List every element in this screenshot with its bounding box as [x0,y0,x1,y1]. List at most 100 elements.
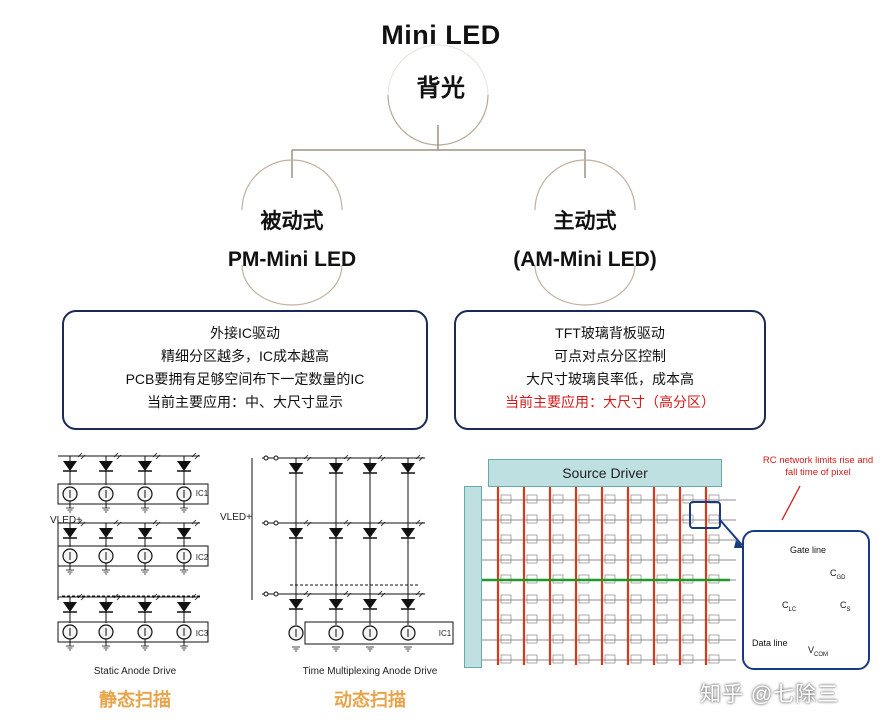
pixel-cell [526,634,538,644]
led-diode-icon [99,602,113,612]
light-arrow-icon [377,590,386,598]
led-diode-icon [177,461,191,471]
light-arrow-icon [113,593,122,601]
ground-icon [141,569,149,575]
light-arrow-icon [343,590,352,598]
pixel-cell [526,534,538,544]
left-node-label: 被动式 [260,210,324,233]
light-arrow-icon [191,519,200,527]
ic-label: IC1 [195,489,209,498]
pixel-cell [578,494,590,504]
pixel-cell [578,594,590,604]
ground-icon [102,569,110,575]
gate-driver-block [464,486,482,668]
light-arrow-icon [77,452,86,460]
pixel-cell [656,514,668,524]
right-desc-highlight: 当前主要应用：大尺寸（高分区） [505,394,715,410]
pixel-cell [552,494,564,504]
light-arrow-icon [377,454,386,462]
left-node-sublabel: PM-Mini LED [227,248,357,271]
zoom-connector [719,519,743,546]
switch-contact [273,455,279,461]
pixel-cell [630,594,642,604]
switch-contact [263,520,269,526]
cgd-label: CGD [830,568,846,581]
ground-icon [66,507,74,513]
zoom-source-box [689,501,721,529]
switch-contact [263,591,269,597]
ground-icon [102,507,110,513]
light-arrow-icon [415,454,424,462]
pixel-cell [500,494,512,504]
pixel-cell [630,514,642,524]
ground-icon [366,646,374,652]
right-node-sublabel: (AM-Mini LED) [513,248,657,271]
light-arrow-icon [343,454,352,462]
pixel-cell [682,634,694,644]
pixel-cell [578,534,590,544]
right-node-label: 主动式 [553,210,617,233]
dynamic-ic-label: IC1 [438,629,452,638]
pixel-cell [708,634,720,644]
pixel-cell [604,654,616,664]
driver-ic-block [57,545,209,567]
root-title: Mini LED [381,20,501,50]
light-arrow-icon [303,519,312,527]
dynamic-caption-en: Time Multiplexing Anode Drive [302,666,438,677]
pixel-cell [656,634,668,644]
pixel-cell [578,654,590,664]
left-desc-line: 外接IC驱动 [210,325,280,341]
pixel-cell [604,554,616,564]
right-desc-line: 大尺寸玻璃良率低，成本高 [526,371,694,387]
static-vled-label: VLED+ [50,515,82,526]
light-arrow-icon [191,452,200,460]
led-diode-icon [63,461,77,471]
light-arrow-icon [303,454,312,462]
static-caption-cn: 静态扫描 [99,690,171,710]
light-arrow-icon [415,590,424,598]
pixel-cell [578,514,590,524]
led-diode-icon [99,461,113,471]
clc-label: CLC [782,600,796,613]
pixel-cell [552,534,564,544]
pixel-cell [682,534,694,544]
pixel-cell [682,494,694,504]
switch-contact [263,455,269,461]
pixel-cell [656,594,668,604]
pixel-cell [552,614,564,624]
pixel-cell [578,554,590,564]
right-desc-line: 可点对点分区控制 [554,348,666,364]
pixel-cell [708,614,720,624]
led-diode-icon [138,461,152,471]
pixel-cell [526,654,538,664]
pixel-cell [656,494,668,504]
light-arrow-icon [415,519,424,527]
rc-network-note: RC network limits rise and fall time of … [762,455,874,478]
pixel-cell [552,654,564,664]
pixel-cell [500,634,512,644]
right-desc-line: TFT玻璃背板驱动 [555,325,665,341]
cs-sub: S [846,606,851,613]
pixel-cell [526,514,538,524]
cgd-text: C [830,568,837,578]
pixel-cell [500,594,512,604]
pixel-cell [578,634,590,644]
light-arrow-icon [113,452,122,460]
driver-ic-block [304,621,454,645]
ground-icon [180,645,188,651]
pixel-cell [630,494,642,504]
pixel-cell [552,554,564,564]
pixel-cell [708,594,720,604]
light-arrow-icon [152,452,161,460]
pixel-cell [526,614,538,624]
pixel-cell [604,594,616,604]
pixel-cell [656,614,668,624]
pixel-cell [526,494,538,504]
root-subtitle: 背光 [416,75,466,102]
pixel-cell [708,554,720,564]
light-arrow-icon [377,519,386,527]
pixel-cell [604,514,616,524]
pixel-cell [526,554,538,564]
switch-contact [273,591,279,597]
